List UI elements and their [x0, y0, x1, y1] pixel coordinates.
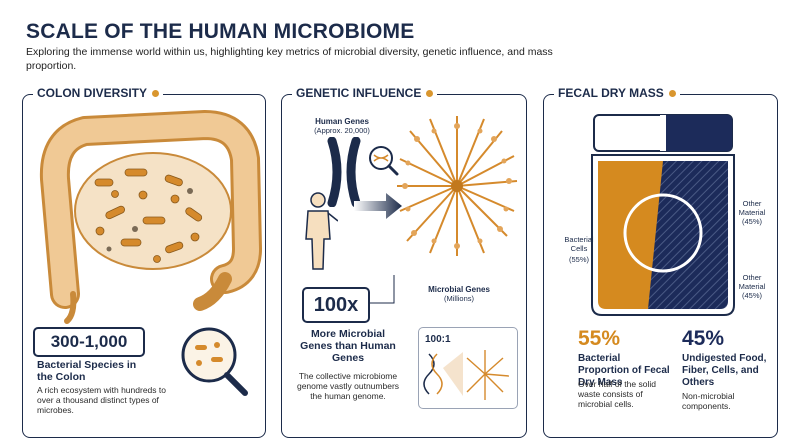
- title-dot-icon: [668, 89, 676, 97]
- magnifier-icon: [181, 327, 248, 396]
- colon-diversity-panel: COLON DIVERSITY: [22, 86, 266, 438]
- ratio-box: 100:1: [418, 327, 518, 409]
- colon-body: A rich ecosystem with hundreds to over a…: [37, 385, 166, 415]
- other-percent: 45%: [682, 327, 725, 350]
- genetic-stat-box: 100x: [302, 287, 370, 323]
- arrow-right-icon: [354, 193, 402, 219]
- title-dot-icon: [426, 89, 434, 97]
- bacterial-cells-pct: (55%): [568, 255, 589, 264]
- colon-stat-box: 300-1,000: [33, 327, 145, 357]
- microbial-genes-label: Microbial Genes: [428, 285, 490, 294]
- fecal-dry-mass-title: FECAL DRY MASS: [558, 86, 664, 100]
- other-body: Non-microbial components.: [682, 391, 735, 411]
- other-material-pct-top: (45%): [741, 217, 762, 226]
- page-subtitle: Exploring the immense world within us, h…: [26, 46, 553, 72]
- genetic-influence-title-wrap: GENETIC INFLUENCE: [292, 86, 438, 100]
- microbial-genes-sub: (Millions): [444, 294, 474, 303]
- bacterial-percent: 55%: [578, 327, 621, 350]
- colon-stat: 300-1,000: [50, 332, 128, 351]
- microbial-dna-burst: [397, 116, 518, 256]
- bacterial-cells-label: Bacterial Cells: [564, 235, 594, 253]
- colon-illustration: [39, 110, 262, 324]
- title-dot-icon: [152, 89, 160, 97]
- fecal-dry-mass-panel: FECAL DRY MASS Bacterial Cells (55%) Oth…: [543, 86, 778, 438]
- human-figure-icon: [305, 192, 338, 270]
- specimen-jar: [591, 114, 735, 316]
- genetic-heading: More Microbial Genes than Human Genes: [300, 328, 396, 364]
- chromosome-icon: [327, 137, 361, 207]
- ratio-illustration: [423, 350, 510, 400]
- bacterial-body: Over half of the solid waste consists of…: [578, 379, 656, 409]
- bacterial-heading: Bacterial Proportion of Fecal Dry Mass: [578, 353, 670, 388]
- human-genes-label: Human Genes: [315, 117, 369, 126]
- other-heading: Undigested Food, Fiber, Cells, and Other…: [682, 353, 767, 388]
- other-material-label-bottom: Other Material: [738, 273, 766, 291]
- human-genes-sub: (Approx. 20,000): [314, 126, 370, 135]
- genetic-influence-panel: GENETIC INFLUENCE Human Genes (Approx. 2…: [281, 86, 527, 438]
- colon-diversity-title: COLON DIVERSITY: [37, 86, 148, 100]
- fecal-dry-mass-title-wrap: FECAL DRY MASS: [554, 86, 680, 100]
- page-title: SCALE OF THE HUMAN MICROBIOME: [26, 20, 415, 43]
- other-material-pct-bottom: (45%): [741, 291, 762, 300]
- colon-heading: Bacterial Species in the Colon: [37, 359, 137, 383]
- other-material-label-top: Other Material: [738, 199, 766, 217]
- genetic-influence-title: GENETIC INFLUENCE: [296, 86, 422, 100]
- genetic-stat: 100x: [313, 293, 359, 316]
- dna-magnifier-icon: [369, 146, 399, 176]
- genetic-body: The collective microbiome genome vastly …: [296, 371, 400, 401]
- colon-diversity-title-wrap: COLON DIVERSITY: [33, 86, 164, 100]
- ratio-label: 100:1: [425, 334, 451, 345]
